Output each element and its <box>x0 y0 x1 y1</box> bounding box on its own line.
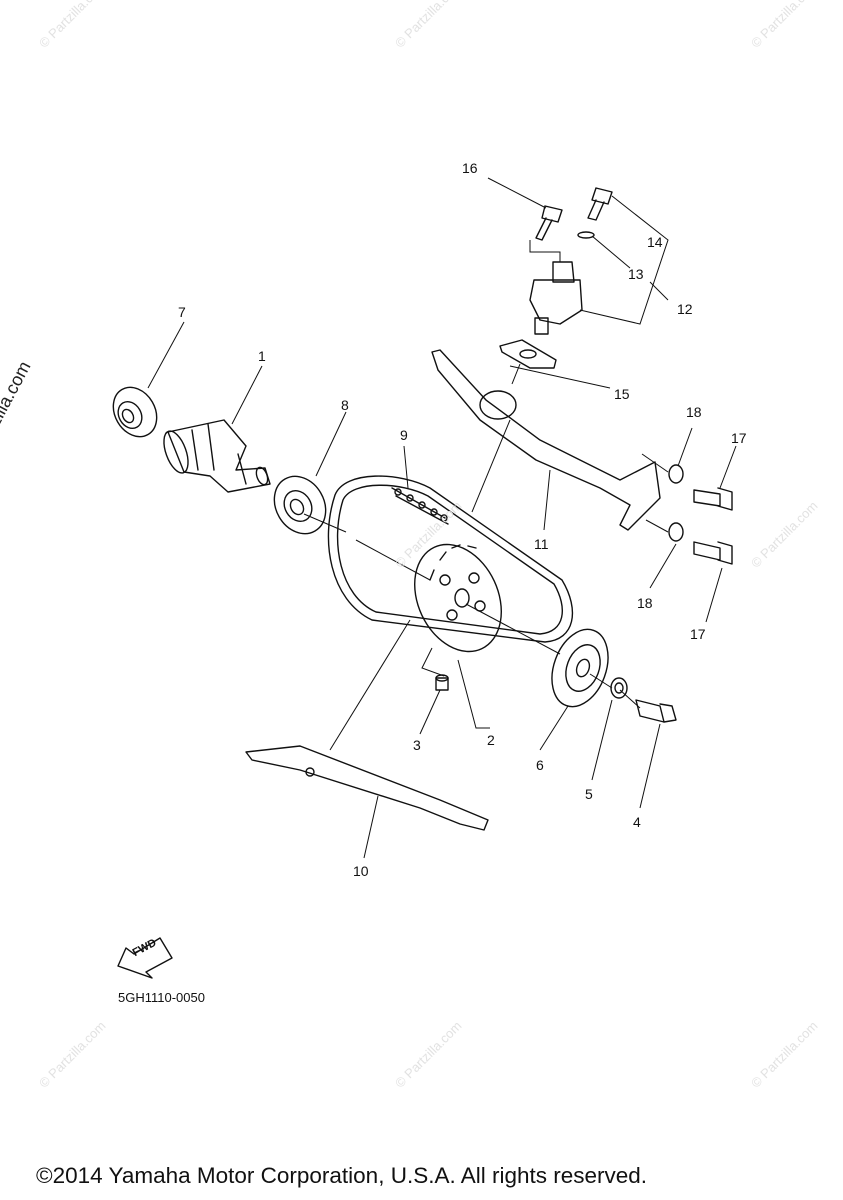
part-18-washer-bottom <box>668 522 684 542</box>
callout-7: 7 <box>178 304 186 320</box>
callout-13: 13 <box>628 266 644 282</box>
callout-17-bottom: 17 <box>690 626 706 642</box>
part-6-plate <box>551 628 609 708</box>
callout-18-top: 18 <box>686 404 702 420</box>
part-18-washer-top <box>668 464 684 484</box>
part-4-bolt <box>635 699 677 723</box>
callout-1: 1 <box>258 348 266 364</box>
part-17-bolt-bottom <box>693 541 733 565</box>
callout-3: 3 <box>413 737 421 753</box>
part-3-dowel-pin <box>435 674 449 691</box>
callout-16: 16 <box>462 160 478 176</box>
part-8-bearing <box>273 475 327 535</box>
fwd-arrow-icon <box>117 937 173 979</box>
callout-15: 15 <box>614 386 630 402</box>
part-15-gasket <box>499 339 557 369</box>
callout-2: 2 <box>487 732 495 748</box>
part-11-tensioner-guide <box>431 349 661 531</box>
callout-9: 9 <box>400 427 408 443</box>
part-2-cam-sprocket <box>414 543 502 653</box>
part-14-bolt <box>587 187 613 221</box>
part-10-chain-guide <box>245 745 489 831</box>
callout-18-bottom: 18 <box>637 595 653 611</box>
callout-14: 14 <box>647 234 663 250</box>
part-timing-chain-loop <box>327 475 574 643</box>
part-1-camshaft <box>163 419 271 493</box>
callout-10: 10 <box>353 863 369 879</box>
callout-8: 8 <box>341 397 349 413</box>
part-9-chain-section <box>391 487 449 525</box>
callout-11: 11 <box>534 536 549 552</box>
callout-4: 4 <box>633 814 641 830</box>
callout-5: 5 <box>585 786 593 802</box>
part-17-bolt-top <box>693 487 733 511</box>
part-7-bearing <box>112 386 158 438</box>
callout-6: 6 <box>536 757 544 773</box>
callout-17-top: 17 <box>731 430 747 446</box>
copyright-notice: ©2014 Yamaha Motor Corporation, U.S.A. A… <box>36 1163 648 1188</box>
part-5-washer <box>610 677 628 699</box>
part-12-tensioner <box>529 261 583 335</box>
diagram-code: 5GH1110-0050 <box>118 990 205 1005</box>
part-13-gasket <box>577 231 595 239</box>
callout-12: 12 <box>677 301 693 317</box>
part-16-bolt <box>535 205 563 241</box>
